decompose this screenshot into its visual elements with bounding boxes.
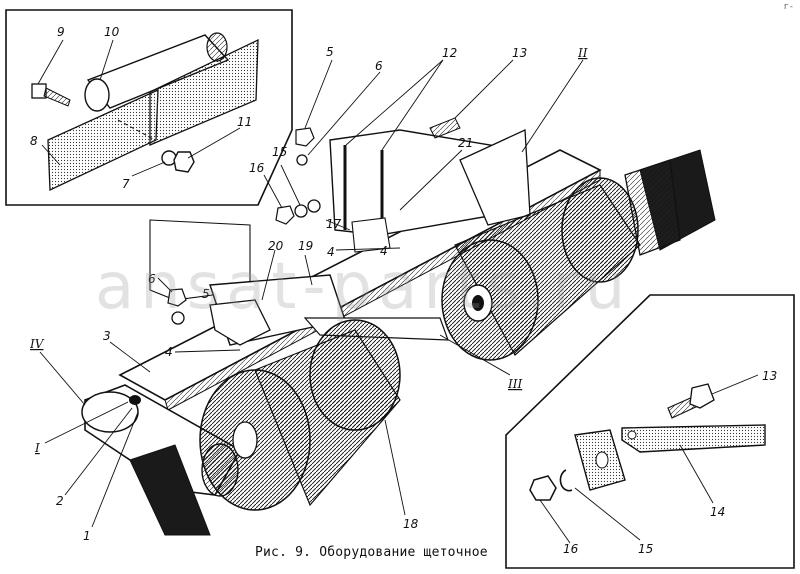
roller-part-10: [84, 32, 230, 112]
callout-16-inset: 16: [563, 542, 579, 556]
callout-21: 21: [458, 136, 473, 150]
callout-4-mid: 4: [165, 345, 173, 359]
callout-13-inset: 13: [762, 369, 777, 383]
callout-16-top: 16: [249, 161, 265, 175]
brush-18: [199, 319, 401, 511]
callout-I: I: [34, 441, 40, 455]
callout-4-upper: 4: [327, 245, 335, 259]
callout-5-top: 5: [326, 45, 334, 59]
callout-17: 17: [326, 217, 342, 231]
callout-III: III: [507, 377, 522, 391]
callout-12: 12: [442, 46, 457, 60]
callout-5-left: 5: [202, 287, 210, 301]
figure-caption: Рис. 9. Оборудование щеточное: [255, 545, 488, 560]
callout-14: 14: [710, 505, 725, 519]
callout-15-inset: 15: [638, 542, 653, 556]
callout-20: 20: [268, 239, 284, 253]
inset-bottom-right: [505, 294, 795, 569]
callout-10: 10: [104, 25, 120, 39]
callout-IV: IV: [29, 337, 45, 351]
callout-8: 8: [30, 134, 38, 148]
callout-11: 11: [237, 115, 252, 129]
callout-7: 7: [122, 177, 130, 191]
callout-1: 1: [83, 529, 91, 543]
callout-2: 2: [56, 494, 64, 508]
callout-labels: 9 10 8 7 11 5 6 12 13 II 21 15 16 17 4 2…: [29, 25, 777, 556]
callout-19: 19: [298, 239, 313, 253]
strip-part-14: [621, 424, 766, 453]
callout-6-top: 6: [375, 59, 383, 73]
fastener-group-top: [275, 117, 461, 253]
shield-plate-8: [47, 38, 259, 192]
inset-top-left: [5, 9, 293, 206]
callout-18: 18: [403, 517, 419, 531]
callout-3: 3: [103, 329, 111, 343]
callout-15-top: 15: [272, 145, 287, 159]
fastener-group-left: [167, 288, 271, 346]
washer-part-15: [559, 469, 573, 492]
callout-4-right: 4: [380, 244, 388, 258]
callout-9: 9: [57, 25, 65, 39]
nut-part-16: [529, 475, 557, 501]
callout-II: II: [577, 46, 588, 60]
callout-6-left: 6: [148, 272, 156, 286]
brush-II: [441, 149, 716, 361]
leader-lines: [37, 39, 759, 544]
corner-mark: r-: [783, 2, 794, 12]
callout-13-top: 13: [512, 46, 527, 60]
bolt-part-9: [31, 83, 71, 107]
bolt-part-13: [667, 383, 715, 419]
nut-part-11: [173, 151, 195, 173]
